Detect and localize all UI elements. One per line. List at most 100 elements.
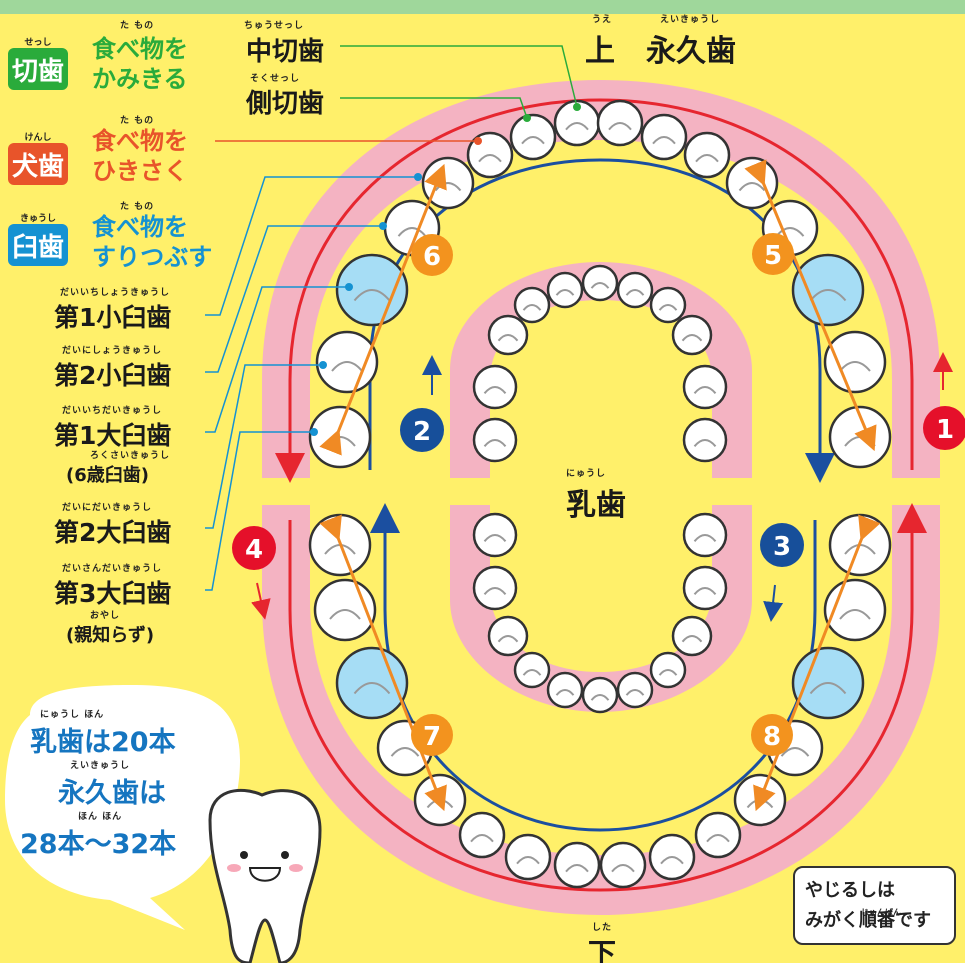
permanent-lower-tooth-groove: [611, 864, 635, 873]
permanent-upper-tooth-groove: [565, 122, 589, 131]
upper-label: 上: [585, 34, 615, 69]
permanent-upper-tooth-groove: [478, 154, 502, 163]
baby-tooth-groove: [483, 439, 507, 447]
small-arrow-4: [251, 582, 271, 620]
bubble-line3-ruby: ほん ほん: [78, 812, 123, 822]
baby-tooth-groove: [693, 534, 717, 542]
permanent-upper-tooth-groove: [608, 122, 632, 131]
note-line2-ruby: じゅんばん: [861, 908, 901, 917]
baby-tooth-groove: [658, 669, 678, 676]
molar1-ruby: だいいちだいきゅうし: [62, 406, 163, 416]
baby-tooth-groove: [693, 439, 717, 447]
svg-text:6: 6: [423, 242, 441, 272]
note-box: やじるしは じゅんばん みがく順番です: [793, 866, 956, 945]
baby-tooth-groove: [658, 304, 678, 311]
step-1: 1: [923, 406, 965, 450]
bubble-line2-ruby: えいきゅうし: [70, 761, 131, 771]
premolar1-label: 第1小臼歯: [54, 303, 172, 332]
molar3-sub: (親知らず): [66, 625, 155, 646]
molar-badge: きゅうし臼歯: [8, 214, 68, 266]
baby-tooth-groove: [693, 386, 717, 394]
baby-label: 乳歯: [566, 488, 626, 523]
baby-tooth-groove: [590, 282, 610, 289]
step-8: 8: [751, 714, 793, 756]
permanent-lower-tooth-groove: [565, 864, 589, 873]
permanent-lower-tooth-groove: [516, 856, 540, 865]
bubble-line2: 永久歯は: [58, 778, 166, 809]
baby-tooth-groove: [483, 534, 507, 542]
incisor-ruby: た もの: [120, 21, 155, 31]
molar3-sub-ruby: おやし: [90, 611, 121, 621]
baby-tooth-groove: [681, 635, 703, 643]
baby-tooth-groove: [555, 289, 575, 296]
baby-tooth-groove: [555, 689, 575, 696]
svg-text:5: 5: [764, 241, 782, 271]
permanent-lower-tooth-groove: [470, 834, 494, 843]
molar2-ruby: だいにだいきゅうし: [62, 503, 153, 513]
molar1-sub: (6歳臼歯): [66, 465, 149, 486]
step-7: 7: [411, 714, 453, 756]
step-4: 4: [232, 526, 276, 570]
premolar2-label: 第2小臼歯: [54, 361, 172, 390]
lateral-incisor-ruby: そくせっし: [250, 74, 301, 84]
baby-tooth-groove: [483, 587, 507, 595]
step-3: 3: [760, 523, 804, 567]
svg-text:1: 1: [936, 415, 954, 445]
canine-desc: 食べ物をひきさく: [92, 127, 188, 185]
baby-tooth-groove: [625, 689, 645, 696]
molar3-label: 第3大臼歯: [54, 579, 172, 608]
bubble-line1-ruby: にゅうし ほん: [40, 710, 105, 720]
permanent-upper-tooth-groove: [652, 136, 676, 145]
svg-text:3: 3: [773, 532, 791, 562]
lower-ruby: した: [592, 923, 613, 933]
premolar1-ruby: だいいちしょうきゅうし: [60, 288, 171, 298]
molar-ruby: た もの: [120, 202, 155, 212]
baby-tooth-groove: [693, 587, 717, 595]
lower-label: 下: [588, 937, 617, 963]
step-5: 5: [752, 233, 794, 275]
permanent-ruby: えいきゅうし: [660, 15, 721, 25]
permanent-upper-tooth-groove: [695, 154, 719, 163]
step-6: 6: [411, 234, 453, 276]
permanent-label: 永久歯: [646, 34, 736, 69]
note-line1: やじるしは: [805, 880, 895, 901]
baby-tooth-groove: [625, 289, 645, 296]
svg-text:2: 2: [413, 417, 431, 447]
step-2: 2: [400, 408, 444, 452]
note-line2-wrap: じゅんばん みがく順番です: [805, 906, 944, 936]
baby-tooth-groove: [681, 334, 703, 342]
molar1-label: 第1大臼歯: [54, 421, 172, 450]
central-incisor-label: 中切歯: [246, 37, 325, 67]
baby-tooth-groove: [522, 669, 542, 676]
top-band: [0, 0, 965, 14]
canine-ruby: た もの: [120, 116, 155, 126]
molar-desc: 食べ物をすりつぶす: [92, 213, 213, 271]
molar3-ruby: だいさんだいきゅうし: [62, 564, 163, 574]
molar2-label: 第2大臼歯: [54, 518, 172, 547]
svg-text:4: 4: [245, 535, 263, 565]
premolar2-ruby: だいにしょうきゅうし: [62, 346, 163, 356]
incisor-badge: せっし切歯: [8, 38, 68, 90]
baby-teeth: [472, 264, 728, 714]
baby-tooth-groove: [497, 334, 519, 342]
upper-ruby: うえ: [592, 15, 613, 25]
svg-text:7: 7: [423, 722, 441, 752]
leader-lines: [205, 45, 581, 591]
central-incisor-ruby: ちゅうせっし: [244, 21, 305, 31]
tooth-mascot: [208, 788, 322, 963]
baby-tooth-groove: [590, 694, 610, 701]
baby-tooth-groove: [483, 386, 507, 394]
bubble-line3: 28本〜32本: [20, 829, 177, 860]
lateral-incisor-label: 側切歯: [246, 89, 325, 119]
canine-badge: けんし犬歯: [8, 133, 68, 185]
permanent-lower-tooth-groove: [660, 856, 684, 865]
speech-bubble: [5, 685, 240, 930]
baby-tooth-groove: [522, 304, 542, 311]
baby-tooth-groove: [497, 635, 519, 643]
note-line2: みがく順番です: [805, 910, 931, 931]
svg-text:8: 8: [763, 722, 781, 752]
incisor-desc: 食べ物をかみきる: [92, 35, 188, 93]
bubble-line1: 乳歯は20本: [30, 727, 176, 758]
